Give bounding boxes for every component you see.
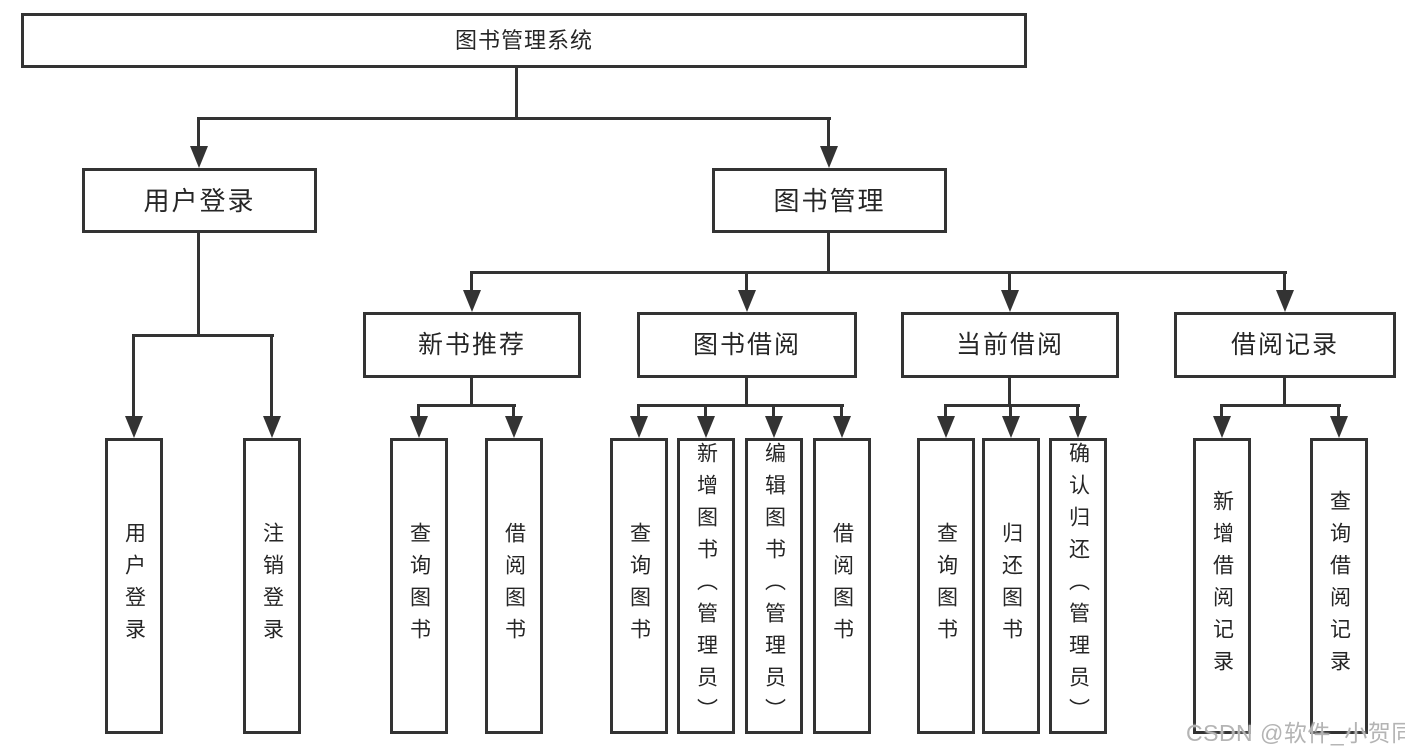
edge-drop-borrow-book-2 (840, 406, 843, 420)
arrow-query-book-3 (937, 416, 955, 438)
leaf-query-book-current-label: 查询图书 (934, 522, 958, 650)
edge-drop-edit-book (772, 406, 775, 420)
edge-drop-add-book (704, 406, 707, 420)
node-book-management: 图书管理 (712, 168, 947, 233)
edge-user-login-hbar (132, 334, 274, 337)
arrow-query-book-2 (630, 416, 648, 438)
node-borrow-record: 借阅记录 (1174, 312, 1396, 378)
node-book-management-label: 图书管理 (773, 185, 886, 216)
edge-root-hbar (197, 117, 831, 120)
arrow-edit-book (765, 416, 783, 438)
node-book-borrow: 图书借阅 (637, 312, 857, 378)
arrow-borrow-book-1 (505, 416, 523, 438)
edge-book-mgmt-stem (827, 233, 830, 273)
edge-drop-return-book (1009, 406, 1012, 420)
leaf-borrow-book-recommend-label: 借阅图书 (502, 522, 526, 650)
edge-book-mgmt-hbar (470, 271, 1287, 274)
edge-drop-leaf-user-login (132, 336, 135, 420)
leaf-add-book-admin-label: 新增图书（管理员） (694, 442, 718, 730)
edge-borrow-record-stem (1283, 378, 1286, 406)
leaf-add-borrow-record: 新增借阅记录 (1193, 438, 1251, 734)
arrow-leaf-logout (263, 416, 281, 438)
leaf-query-book-recommend-label: 查询图书 (407, 522, 431, 650)
edge-drop-book-borrow (745, 273, 748, 294)
arrow-current-borrow (1001, 290, 1019, 312)
edge-drop-leaf-logout (270, 336, 273, 420)
arrow-leaf-user-login (125, 416, 143, 438)
edge-user-login-stem (197, 233, 200, 336)
leaf-user-login: 用户登录 (105, 438, 163, 734)
leaf-user-login-label: 用户登录 (122, 522, 146, 650)
node-current-borrow-label: 当前借阅 (955, 330, 1064, 359)
node-user-login: 用户登录 (82, 168, 317, 233)
edge-drop-query-book-1 (417, 406, 420, 420)
leaf-query-book-borrow-label: 查询图书 (627, 522, 651, 650)
leaf-query-book-current: 查询图书 (917, 438, 975, 734)
edge-drop-current-borrow (1008, 273, 1011, 294)
leaf-logout: 注销登录 (243, 438, 301, 734)
leaf-borrow-book: 借阅图书 (813, 438, 871, 734)
leaf-query-book-borrow: 查询图书 (610, 438, 668, 734)
arrow-new-book (463, 290, 481, 312)
edge-drop-borrow-record (1283, 273, 1286, 294)
node-user-login-label: 用户登录 (143, 185, 256, 216)
node-book-borrow-label: 图书借阅 (692, 330, 801, 359)
arrow-user-login (190, 146, 208, 168)
leaf-borrow-book-recommend: 借阅图书 (485, 438, 543, 734)
leaf-edit-book-admin-label: 编辑图书（管理员） (762, 442, 786, 730)
leaf-query-book-recommend: 查询图书 (390, 438, 448, 734)
leaf-query-borrow-record-label: 查询借阅记录 (1327, 490, 1351, 682)
leaf-query-borrow-record: 查询借阅记录 (1310, 438, 1368, 734)
edge-drop-confirm-return (1076, 406, 1079, 420)
edge-new-book-hbar (417, 404, 516, 407)
leaf-return-book-label: 归还图书 (999, 522, 1023, 650)
edge-new-book-stem (470, 378, 473, 406)
leaf-return-book: 归还图书 (982, 438, 1040, 734)
arrow-borrow-record (1276, 290, 1294, 312)
arrow-query-book-1 (410, 416, 428, 438)
edge-root-stem (515, 68, 518, 118)
edge-drop-query-book-3 (944, 406, 947, 420)
edge-book-borrow-stem (745, 378, 748, 406)
arrow-add-record (1213, 416, 1231, 438)
leaf-edit-book-admin: 编辑图书（管理员） (745, 438, 803, 734)
edge-drop-add-record (1220, 406, 1223, 420)
arrow-book-mgmt (820, 146, 838, 168)
edge-current-borrow-stem (1008, 378, 1011, 406)
leaf-logout-label: 注销登录 (260, 522, 284, 650)
node-root: 图书管理系统 (21, 13, 1027, 68)
edge-current-borrow-hbar (944, 404, 1080, 407)
node-new-book-recommend-label: 新书推荐 (417, 330, 526, 359)
leaf-borrow-book-label: 借阅图书 (830, 522, 854, 650)
edge-drop-borrow-book-1 (512, 406, 515, 420)
edge-drop-query-book-2 (637, 406, 640, 420)
edge-borrow-record-hbar (1220, 404, 1341, 407)
arrow-query-record (1330, 416, 1348, 438)
edge-drop-book-mgmt (827, 118, 830, 152)
arrow-return-book (1002, 416, 1020, 438)
edge-drop-new-book (470, 273, 473, 294)
leaf-confirm-return-admin-label: 确认归还（管理员） (1066, 442, 1090, 730)
edge-drop-user-login (197, 118, 200, 152)
csdn-watermark: CSDN @软件_小贺同学 (1186, 720, 1405, 746)
node-current-borrow: 当前借阅 (901, 312, 1119, 378)
leaf-add-book-admin: 新增图书（管理员） (677, 438, 735, 734)
arrow-add-book (697, 416, 715, 438)
node-borrow-record-label: 借阅记录 (1230, 330, 1339, 359)
arrow-borrow-book-2 (833, 416, 851, 438)
edge-book-borrow-hbar (637, 404, 844, 407)
arrow-confirm-return (1069, 416, 1087, 438)
arrow-book-borrow (738, 290, 756, 312)
node-new-book-recommend: 新书推荐 (363, 312, 581, 378)
node-root-label: 图书管理系统 (454, 27, 593, 53)
leaf-confirm-return-admin: 确认归还（管理员） (1049, 438, 1107, 734)
leaf-add-borrow-record-label: 新增借阅记录 (1210, 490, 1234, 682)
edge-drop-query-record (1337, 406, 1340, 420)
